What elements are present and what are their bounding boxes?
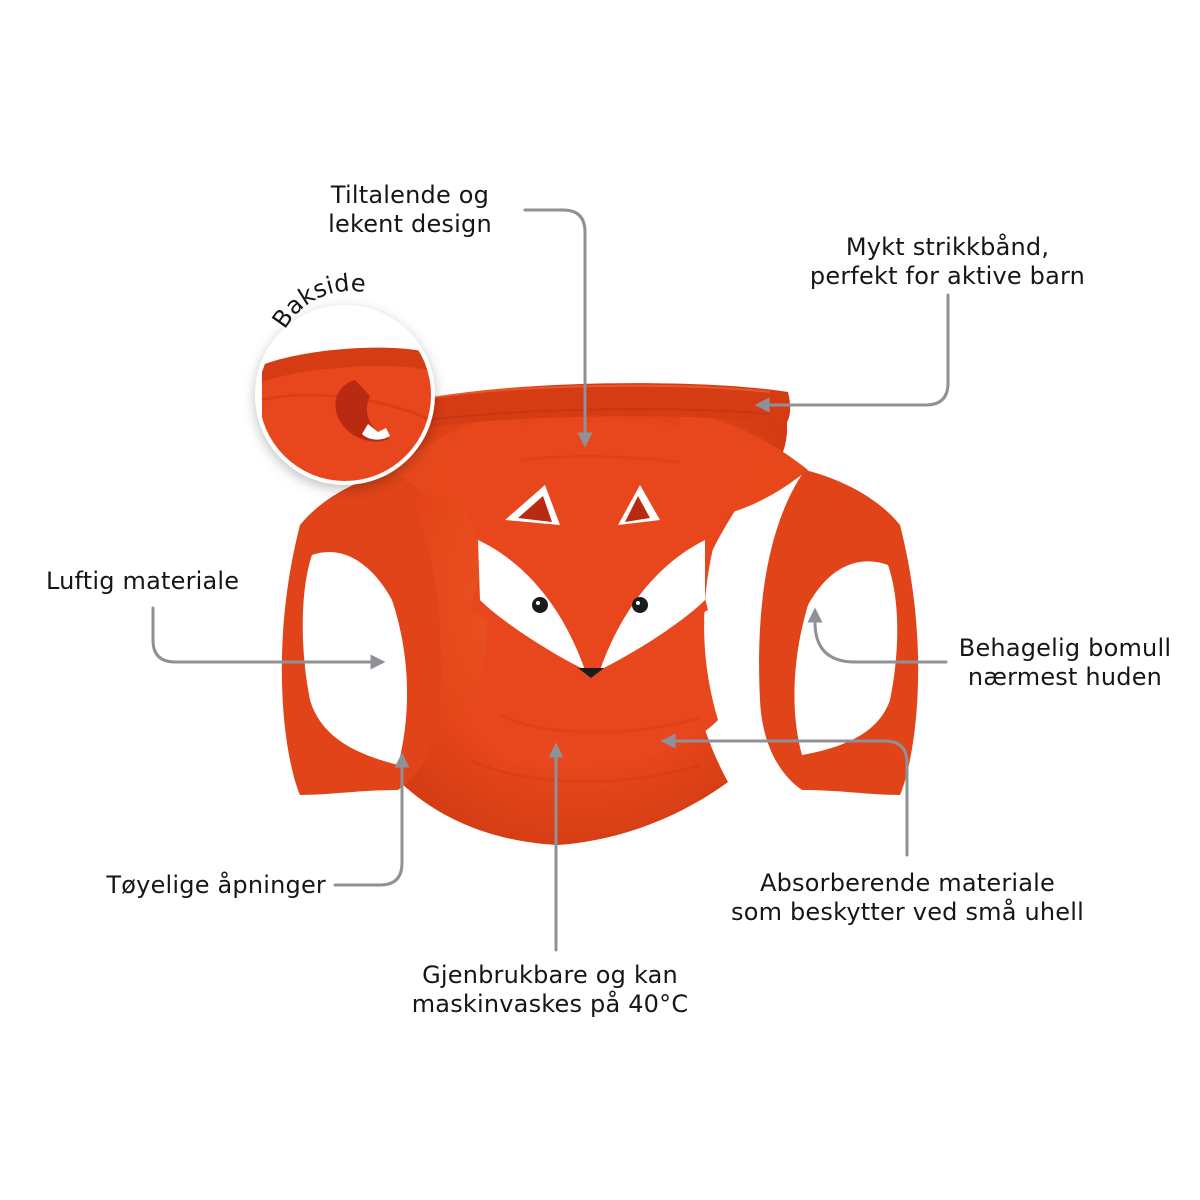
callout-reusable: Gjenbrukbare og kan maskinvaskes på 40°C bbox=[395, 961, 705, 1019]
connector-design bbox=[523, 208, 593, 448]
callout-lines bbox=[151, 208, 950, 952]
callout-cotton: Behagelig bomull nærmest huden bbox=[945, 634, 1185, 692]
back-view-inset: Bakside bbox=[255, 269, 435, 485]
left-cheek bbox=[478, 540, 585, 670]
fox-nose bbox=[578, 668, 604, 678]
callout-absorbent-line-1: Absorberende materiale bbox=[760, 869, 1055, 897]
connector-openings bbox=[333, 752, 410, 887]
training-pants bbox=[281, 383, 919, 845]
connector-waistband bbox=[754, 293, 950, 413]
callout-waistband-line-1: Mykt strikkbånd, bbox=[845, 233, 1050, 261]
left-lining bbox=[302, 552, 408, 765]
callout-openings: Tøyelige åpninger bbox=[70, 871, 326, 900]
right-cheek bbox=[600, 540, 705, 670]
callout-breathable: Luftig materiale bbox=[46, 567, 276, 596]
left-eye bbox=[532, 597, 548, 613]
callout-absorbent-line-2: som beskytter ved små uhell bbox=[730, 898, 1084, 926]
callout-design-line-2: lekent design bbox=[328, 210, 492, 238]
callout-openings-line-1: Tøyelige åpninger bbox=[106, 871, 326, 899]
callout-waistband-line-2: perfekt for aktive barn bbox=[809, 262, 1086, 290]
callout-reusable-line-2: maskinvaskes på 40°C bbox=[411, 990, 689, 1018]
fox-face bbox=[470, 485, 708, 678]
callout-design-line-1: Tiltalende og bbox=[330, 181, 490, 209]
callout-cotton-line-1: Behagelig bomull bbox=[958, 634, 1172, 662]
connector-breathable bbox=[151, 606, 386, 670]
callout-breathable-line-1: Luftig materiale bbox=[46, 567, 240, 595]
callout-absorbent: Absorberende materiale som beskytter ved… bbox=[710, 869, 1105, 927]
connector-absorbent bbox=[660, 733, 909, 857]
fox-tail-icon bbox=[335, 380, 390, 442]
callout-cotton-line-2: nærmest huden bbox=[967, 663, 1163, 691]
connector-cotton bbox=[807, 607, 948, 664]
callout-reusable-line-1: Gjenbrukbare og kan bbox=[422, 961, 678, 989]
waistband bbox=[408, 383, 791, 430]
right-eye bbox=[632, 597, 648, 613]
callout-design: Tiltalende og lekent design bbox=[300, 181, 520, 239]
callout-waistband: Mykt strikkbånd, perfekt for aktive barn bbox=[780, 233, 1115, 291]
